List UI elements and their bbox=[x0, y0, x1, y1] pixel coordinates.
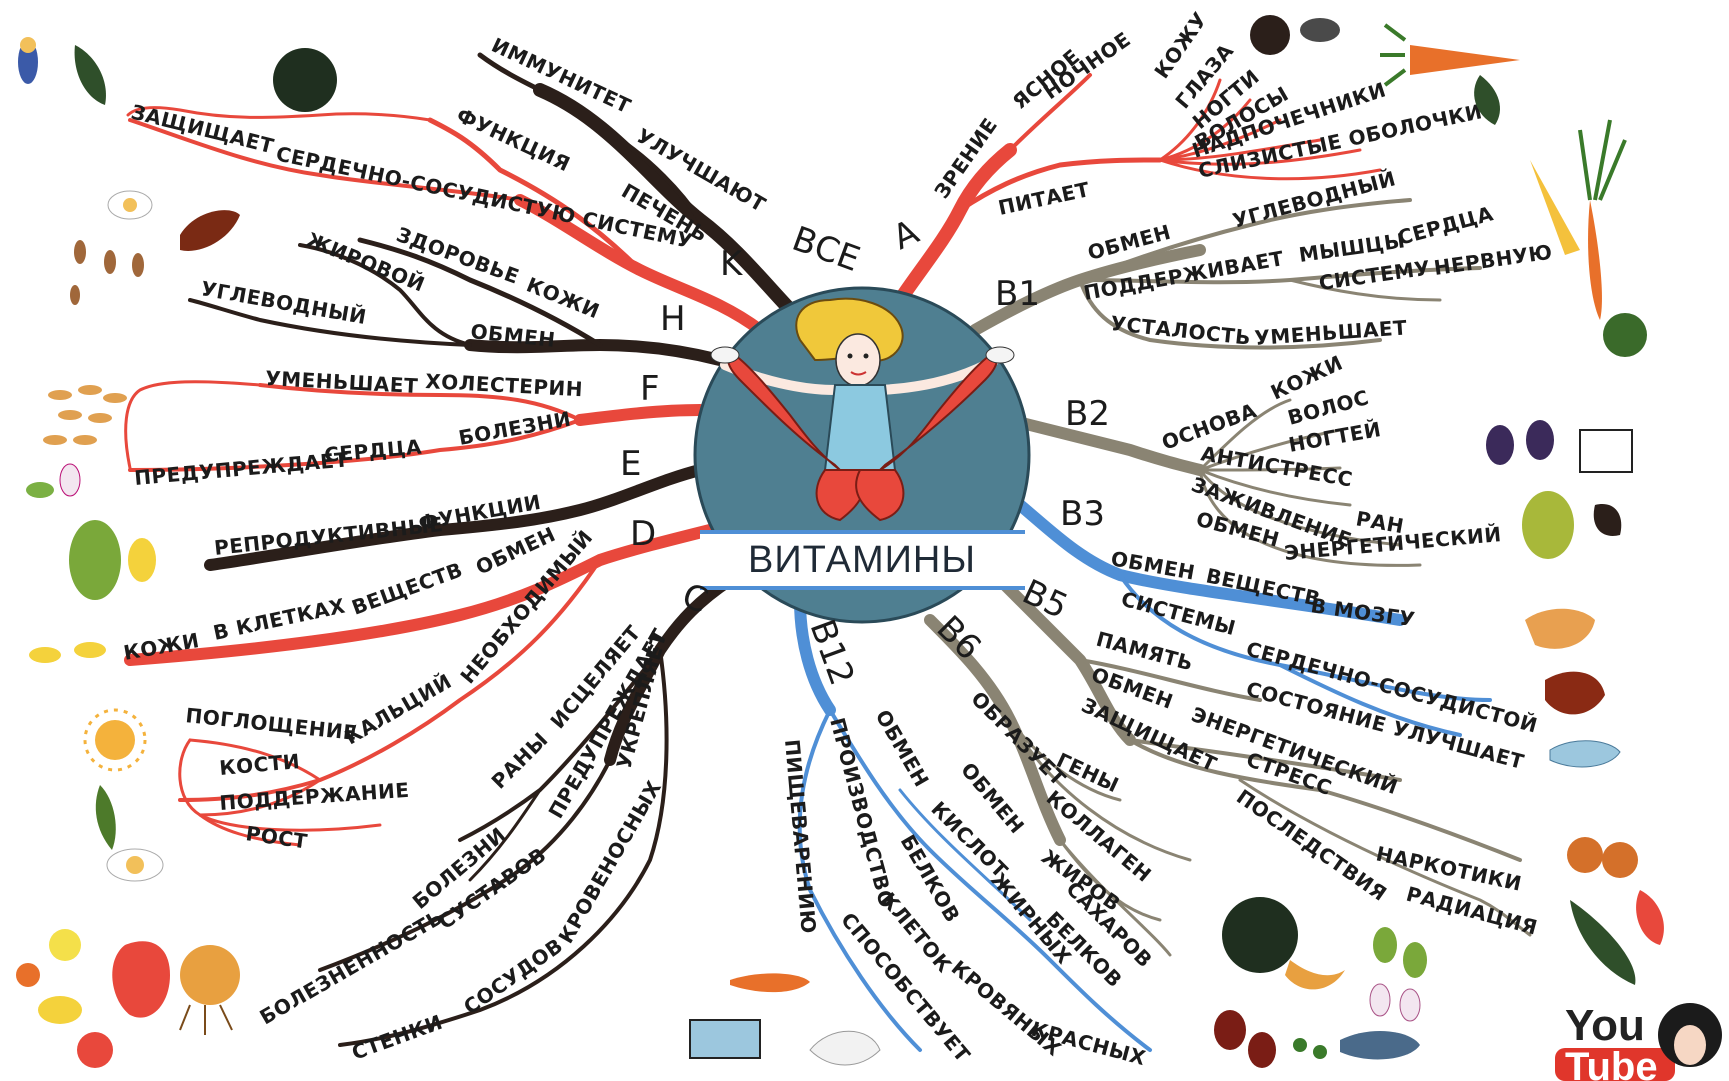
leaf-icon bbox=[95, 785, 116, 850]
label: ФУНКЦИЯ bbox=[453, 103, 574, 177]
pear-icon bbox=[1522, 491, 1574, 559]
vitamin-b1: B1 bbox=[995, 274, 1040, 314]
vitamin-f: F bbox=[640, 369, 660, 409]
label: НЕРВНУЮ bbox=[1432, 240, 1554, 280]
garlic-icon bbox=[59, 463, 81, 497]
meat-icon bbox=[1545, 671, 1605, 715]
branch-h bbox=[464, 339, 726, 366]
lemon-icon bbox=[49, 929, 81, 961]
label: УГЛЕВОДНЫЙ bbox=[199, 276, 368, 329]
egg-icon bbox=[1567, 837, 1603, 873]
bean-icon bbox=[1214, 1010, 1246, 1050]
vitamin-a: A bbox=[887, 212, 925, 258]
branch-f bbox=[574, 404, 706, 426]
label: УМЕНЬШАЕТ bbox=[265, 366, 419, 398]
branch-b12 bbox=[794, 594, 836, 716]
cabbage-icon bbox=[273, 48, 337, 112]
label: СТЕНКИ bbox=[349, 1010, 446, 1065]
youtube-you: You bbox=[1565, 1001, 1645, 1050]
label: СЕРДЦА bbox=[323, 435, 423, 467]
vitamin-e: E bbox=[620, 444, 641, 484]
sun-icon bbox=[95, 720, 135, 760]
berry-icon bbox=[1593, 504, 1622, 536]
egg-icon bbox=[1602, 842, 1638, 878]
label: КОСТИ bbox=[218, 749, 301, 780]
label: ПИЩЕВАРЕНИЮ bbox=[780, 738, 821, 935]
apple-icon bbox=[1603, 313, 1647, 357]
liver-icon bbox=[180, 210, 240, 251]
leaf-icon bbox=[1570, 900, 1636, 985]
shell-icon bbox=[809, 1030, 881, 1066]
vitamin-c: C bbox=[677, 576, 713, 622]
pepper-icon bbox=[112, 941, 170, 1018]
label: РЕПРОДУКТИВНЫЕ bbox=[213, 512, 444, 560]
salmon-icon bbox=[730, 973, 810, 993]
vitamin-k: K bbox=[720, 244, 744, 284]
leaf-icon bbox=[1474, 75, 1500, 125]
sardine-can-icon bbox=[689, 1019, 761, 1059]
label: ПРЕДУПРЕЖДАЕТ bbox=[133, 447, 349, 490]
strawberry-icon bbox=[77, 1032, 113, 1068]
plum-icon bbox=[1486, 425, 1514, 465]
pepper-icon bbox=[1636, 890, 1664, 945]
branch-e bbox=[204, 464, 706, 571]
vitamin-b2: B2 bbox=[1065, 394, 1110, 434]
lemon-icon bbox=[128, 538, 156, 582]
fish-icon bbox=[1549, 740, 1621, 768]
label: КАЛЬЦИЙ bbox=[341, 669, 456, 749]
label: КРАСНЫХ bbox=[1029, 1017, 1149, 1071]
vitamin-h: H bbox=[660, 299, 686, 339]
label: ПОГЛОЩЕНИЕ bbox=[184, 703, 358, 745]
seed-icon bbox=[1300, 18, 1340, 42]
chicken-icon bbox=[1525, 608, 1595, 649]
branch-b2 bbox=[1004, 414, 1206, 476]
figure-illustration bbox=[710, 297, 1015, 522]
label: В МОЗГУ bbox=[1309, 593, 1416, 631]
vitamin-all: ВСЕ bbox=[787, 219, 865, 280]
bean-icon bbox=[1248, 1032, 1276, 1068]
cheese-icon bbox=[1579, 429, 1633, 473]
label: ВЕЩЕСТВ bbox=[349, 557, 466, 619]
label: РАНЫ bbox=[487, 727, 553, 793]
youtube-red-tab bbox=[1555, 1048, 1675, 1081]
leaf-icon bbox=[74, 45, 106, 105]
leaf-icon bbox=[26, 482, 54, 498]
youtube-tube: Tube bbox=[1565, 1045, 1658, 1081]
vitamin-b6: B6 bbox=[929, 608, 989, 668]
youtube-badge[interactable]: You Tube bbox=[1555, 1001, 1722, 1081]
food-illustrations bbox=[16, 15, 1664, 1068]
vitamin-d: D bbox=[630, 514, 656, 554]
label: СОСУДОВ bbox=[459, 933, 567, 1019]
label: БОЛЕЗНИ bbox=[457, 407, 573, 450]
carrot-icon bbox=[1410, 45, 1520, 75]
corn-icon bbox=[1530, 160, 1580, 255]
cabbage-icon bbox=[1222, 897, 1298, 973]
label: БОЛЕЗНЕННОСТЬ bbox=[256, 905, 448, 1030]
banana-icon bbox=[1285, 960, 1345, 990]
label: СЕРДЦА bbox=[1395, 201, 1496, 250]
carrot-icon bbox=[1588, 200, 1602, 320]
grapes-icon bbox=[69, 520, 121, 600]
berry-icon bbox=[1250, 15, 1290, 55]
branch-b3 bbox=[1014, 499, 1406, 626]
center-title: ВИТАМИНЫ bbox=[748, 539, 976, 581]
fish-icon bbox=[1340, 1030, 1420, 1060]
label: РОСТ bbox=[244, 821, 309, 853]
banana-icon bbox=[38, 996, 82, 1024]
onion-icon bbox=[180, 945, 240, 1005]
orange-icon bbox=[16, 963, 40, 987]
center-emblem: ВИТАМИНЫ bbox=[693, 286, 1031, 624]
branch-d bbox=[124, 524, 716, 666]
plum-icon bbox=[1526, 420, 1554, 460]
label: ОБМЕН bbox=[871, 706, 934, 792]
label: КОЖИ bbox=[523, 272, 603, 323]
vitamin-b3: B3 bbox=[1060, 494, 1105, 534]
